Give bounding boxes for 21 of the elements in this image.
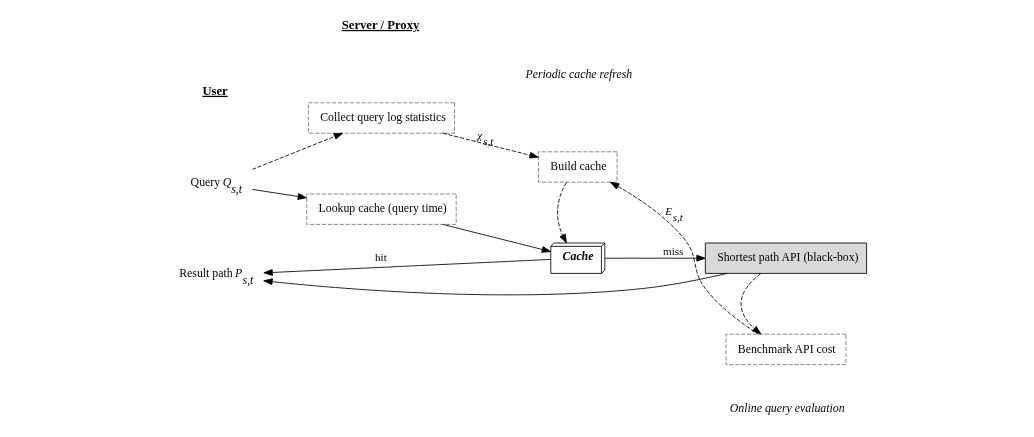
label: Online query evaluation xyxy=(729,401,845,416)
arrow xyxy=(263,259,552,276)
label: Periodic cache refresh xyxy=(525,67,633,82)
node-box: Build cache xyxy=(538,151,618,183)
arrow xyxy=(557,182,567,244)
arrow xyxy=(740,273,762,335)
arrow xyxy=(604,254,706,262)
arrow xyxy=(252,189,307,200)
arrow xyxy=(442,132,539,159)
arrow xyxy=(442,224,552,253)
arrow xyxy=(252,132,344,170)
edge-label: hit xyxy=(375,251,387,264)
edge-label: miss xyxy=(663,245,684,258)
arrow xyxy=(610,181,759,335)
node-box: Shortest path API (black-box) xyxy=(704,242,868,274)
node-box: Collect query log statistics xyxy=(308,102,455,134)
node-box: Lookup cache (query time) xyxy=(306,193,457,225)
node-box: Benchmark API cost xyxy=(725,333,847,366)
label: User xyxy=(202,83,228,98)
arrow xyxy=(263,273,728,296)
label: Server / Proxy xyxy=(341,17,420,32)
